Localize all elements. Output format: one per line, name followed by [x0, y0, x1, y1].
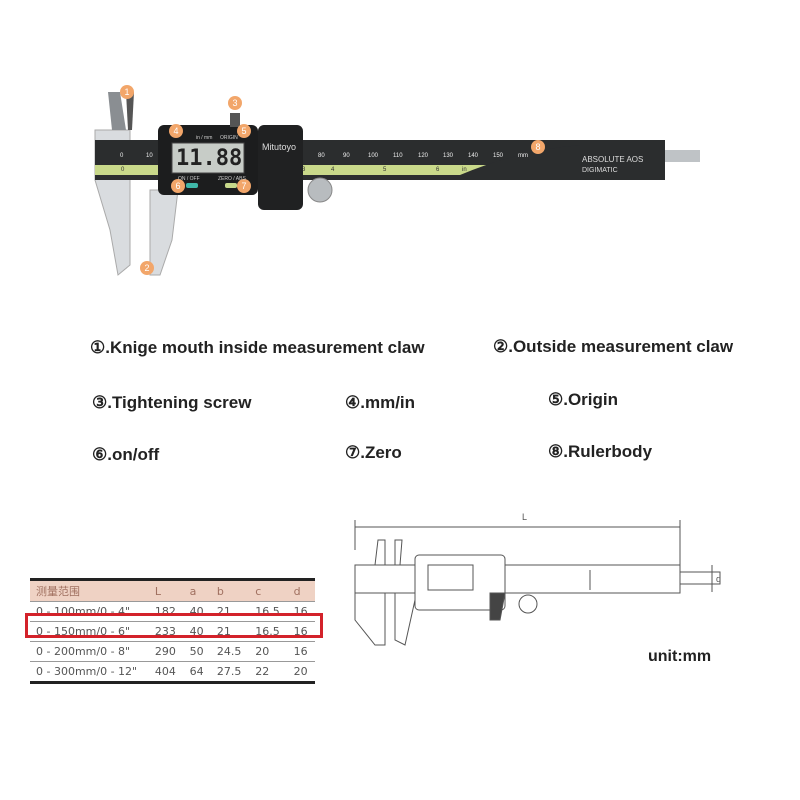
marker-5 — [237, 124, 251, 138]
brand-label: Mitutoyo — [262, 142, 297, 152]
badge-digimatic: DIGIMATIC — [582, 167, 618, 174]
table-cell: 404 — [154, 665, 176, 678]
marker-2 — [140, 261, 154, 275]
marker-4 — [169, 124, 183, 138]
scale-in-label: 6 — [436, 167, 440, 173]
mode-label: in / mm — [196, 135, 213, 141]
legend-7: ⑦.Zero — [345, 443, 402, 462]
scale-mm-label: 110 — [393, 153, 403, 159]
legend-8: ⑧.Rulerbody — [548, 442, 653, 461]
marker-number: 1 — [124, 87, 129, 97]
table-cell: 21 — [216, 625, 231, 638]
fine-adjust-roller — [307, 177, 333, 203]
marker-3 — [228, 96, 242, 110]
onoff-button — [186, 183, 198, 188]
marker-number: 5 — [241, 126, 246, 136]
table-cell: 233 — [154, 625, 176, 638]
marker-number: 6 — [175, 181, 180, 191]
caliper-image: 1 2 3 4 5 6 7 8 — [94, 85, 700, 276]
table-cell: 16 — [293, 645, 308, 658]
marker-number: 2 — [144, 263, 149, 273]
outside-jaw-moving — [149, 189, 179, 276]
table-cell: 0 - 150mm/0 - 6" — [36, 625, 131, 638]
marker-number: 8 — [535, 142, 540, 152]
table-cell: 16.5 — [255, 625, 280, 638]
scale-mm-label: 0 — [120, 153, 124, 159]
header-c: c — [249, 579, 288, 602]
inside-jaw-2 — [126, 92, 134, 130]
table-cell: 40 — [189, 625, 204, 638]
table-cell: 0 - 300mm/0 - 12" — [36, 665, 138, 678]
scale-mm-label: 100 — [368, 153, 379, 159]
zero-button — [225, 183, 237, 188]
scale-in-label: 0 — [121, 167, 125, 173]
table-cell: 27.5 — [216, 665, 242, 678]
scale-mm-label: 90 — [343, 153, 350, 159]
marker-number: 3 — [232, 98, 237, 108]
table-cell: 20 — [255, 645, 270, 658]
legend-6: ⑥.on/off — [92, 445, 160, 464]
legend-2: ②.Outside measurement claw — [493, 337, 734, 356]
header-range: 测量范围 — [30, 579, 149, 602]
tightening-screw — [230, 113, 240, 127]
table-cell: 64 — [189, 665, 204, 678]
table-row: 0 - 200mm/0 - 8" 290 50 24.5 20 16 — [30, 642, 315, 662]
scale-in-label: 3 — [302, 167, 306, 173]
table-cell: 22 — [255, 665, 270, 678]
table-cell: 20 — [293, 665, 308, 678]
table-cell: 16 — [293, 625, 308, 638]
technical-drawing — [354, 520, 721, 646]
onoff-label: ON / OFF — [178, 176, 200, 182]
legend-1: ①.Knige mouth inside measurement claw — [90, 338, 425, 357]
header-b: b — [210, 579, 250, 602]
table-cell: 290 — [154, 645, 176, 658]
header-a: a — [183, 579, 211, 602]
scale-mm-label: 150 — [493, 153, 504, 159]
legend-5: ⑤.Origin — [548, 390, 619, 409]
legend-4: ④.mm/in — [345, 393, 416, 412]
scale-mm-label: 80 — [318, 153, 325, 159]
scale-mm-label: 10 — [146, 153, 153, 159]
scale-in-label: 4 — [331, 167, 335, 173]
thumb-wheel-housing — [258, 125, 303, 210]
scale-mm-label: 130 — [443, 153, 454, 159]
dim-d: d — [716, 574, 722, 584]
dim-L: L — [522, 512, 528, 522]
zero-label: ZERO / ABS — [218, 176, 246, 182]
header-d: d — [287, 579, 315, 602]
lcd-readout: 11.88 — [176, 146, 243, 171]
table-header: 测量范围 L a b c d — [30, 579, 315, 602]
table-cell: 50 — [189, 645, 204, 658]
inside-jaw — [108, 92, 126, 130]
marker-number: 4 — [173, 126, 178, 136]
table-row: 0 - 300mm/0 - 12" 404 64 27.5 22 20 — [30, 662, 315, 683]
origin-label: ORIGIN — [220, 135, 238, 141]
highlight-box — [25, 613, 323, 638]
table-cell: 24.5 — [216, 645, 242, 658]
marker-1 — [120, 85, 134, 99]
marker-number: 7 — [241, 181, 246, 191]
unit-label: unit:mm — [648, 648, 712, 665]
legend-3: ③.Tightening screw — [92, 393, 252, 412]
marker-7 — [237, 179, 251, 193]
lcd-screen — [171, 142, 245, 174]
scale-mm-label: 140 — [468, 153, 479, 159]
scale-mm-label: mm — [518, 153, 528, 159]
scale-in-label: 5 — [383, 167, 387, 173]
marker-6 — [171, 179, 185, 193]
badge-absolute: ABSOLUTE AOS — [582, 155, 644, 164]
table-cell: 0 - 200mm/0 - 8" — [36, 645, 131, 658]
scale-in-label: in — [462, 167, 467, 173]
scale-mm-label: 120 — [418, 153, 429, 159]
table-row: 0 - 150mm/0 - 6" 233 40 21 16.5 16 — [30, 622, 315, 642]
marker-8 — [531, 140, 545, 154]
header-L: L — [148, 579, 184, 602]
